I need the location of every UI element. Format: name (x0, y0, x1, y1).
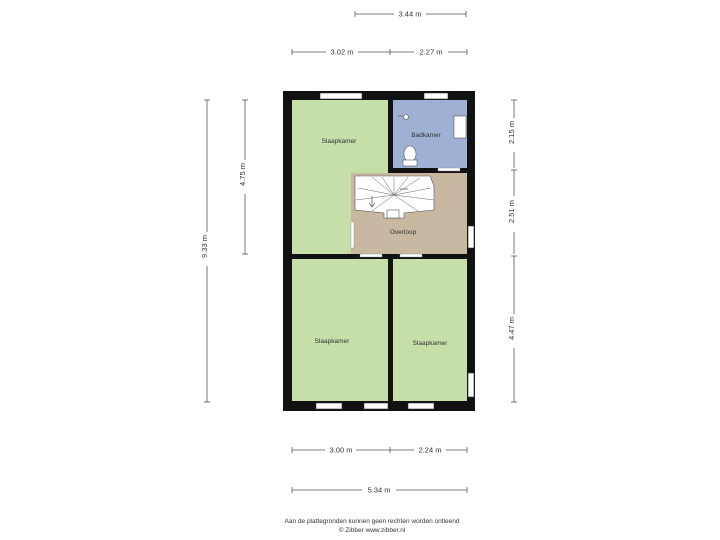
dimension-top-left: 3.02 m (291, 48, 414, 57)
dimension-bottom-overall: 5.34 m (291, 486, 468, 495)
staircase (354, 175, 435, 219)
window (467, 225, 475, 249)
room-bedroom-bottom-right (393, 259, 467, 401)
svg-text:2.27 m: 2.27 m (420, 48, 443, 57)
svg-text:3.02 m: 3.02 m (331, 48, 354, 57)
dimension-right-middle: 2.51 m (507, 169, 517, 254)
dimension-left-upper: 4.75 m (238, 99, 248, 255)
window (423, 92, 449, 100)
window (467, 372, 475, 398)
dimension-right-top: 2.15 m (507, 99, 517, 168)
svg-text:2.51 m: 2.51 m (507, 200, 516, 223)
window (315, 402, 343, 410)
svg-text:3.00 m: 3.00 m (330, 446, 353, 455)
dimension-bottom-right: 2.24 m (419, 446, 468, 455)
room-label-bedroom-top-left: Slaapkamer (322, 138, 358, 145)
svg-text:2.24 m: 2.24 m (419, 446, 442, 455)
disclaimer-text: Aan de plattegronden kunnen geen rechten… (285, 518, 460, 525)
door (350, 221, 355, 249)
dimension-top-right: 2.27 m (420, 48, 468, 57)
washbasin (453, 115, 467, 139)
room-label-bedroom-bottom-left: Slaapkamer (315, 338, 351, 345)
dimension-top-overall: 3.44 m (354, 10, 467, 19)
window (363, 402, 389, 410)
window (407, 402, 435, 410)
svg-text:3.44 m: 3.44 m (399, 10, 422, 19)
svg-text:4.75 m: 4.75 m (238, 163, 247, 186)
room-label-bathroom: Badkamer (411, 132, 441, 139)
room-bedroom-bottom-left (292, 259, 388, 401)
window (319, 92, 363, 100)
svg-text:2.15 m: 2.15 m (507, 121, 516, 144)
room-label-landing: Overloop (390, 229, 417, 236)
room-label-bedroom-bottom-right: Slaapkamer (413, 340, 449, 347)
dimension-left-overall: 9.33 m (200, 99, 210, 403)
toilet (403, 145, 417, 163)
door (437, 167, 461, 172)
dimension-bottom-left: 3.00 m (291, 446, 414, 455)
door (359, 253, 383, 258)
copyright-text: © Zibber www.zibber.nl (339, 526, 406, 534)
svg-text:9.33 m: 9.33 m (200, 235, 209, 258)
bathroom-fixtures (398, 114, 467, 167)
door (399, 253, 423, 258)
svg-text:4.47 m: 4.47 m (507, 317, 516, 340)
dimension-right-bottom: 4.47 m (507, 255, 517, 403)
svg-text:5.34 m: 5.34 m (368, 486, 391, 495)
